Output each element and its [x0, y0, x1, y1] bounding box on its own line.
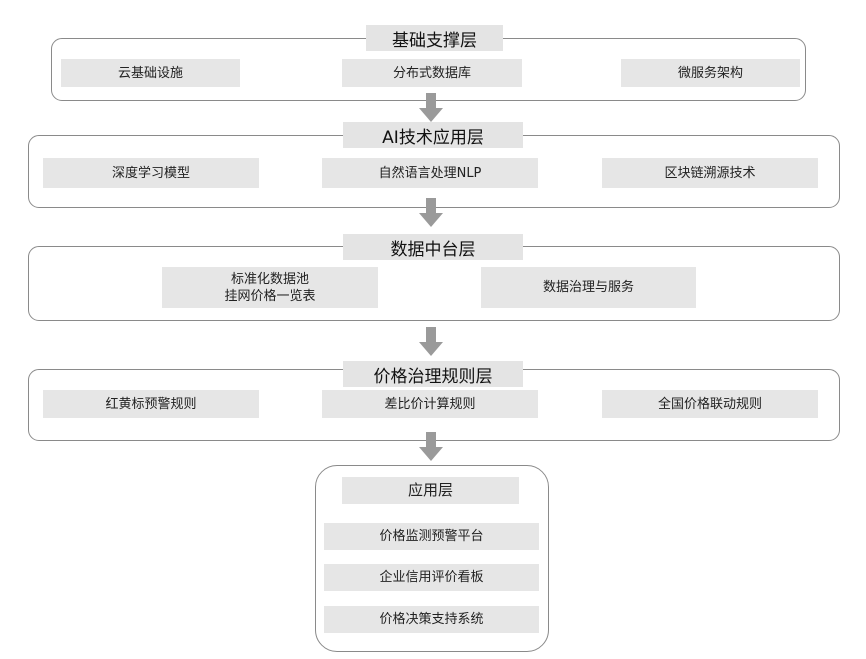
down-arrow-icon [419, 432, 443, 462]
down-arrow-icon [419, 327, 443, 357]
base-item-microservice-architecture: 微服务架构 [621, 59, 800, 87]
data-pool-box: 标准化数据池 挂网价格一览表 [162, 267, 378, 308]
ai-item-deep-learning-model: 深度学习模型 [43, 158, 259, 188]
application-layer-title: 应用层 [342, 477, 519, 504]
down-arrow-icon [419, 93, 443, 123]
base-layer-title: 基础支撑层 [366, 25, 503, 51]
app-item-price-monitoring-platform: 价格监测预警平台 [324, 523, 539, 550]
ai-item-nlp: 自然语言处理NLP [322, 158, 538, 188]
ai-item-blockchain-traceability: 区块链溯源技术 [602, 158, 818, 188]
rules-item-national-linkage: 全国价格联动规则 [602, 390, 818, 418]
base-item-distributed-database: 分布式数据库 [342, 59, 522, 87]
ai-layer-title: AI技术应用层 [343, 122, 523, 148]
base-item-cloud-infrastructure: 云基础设施 [61, 59, 240, 87]
rules-item-price-difference: 差比价计算规则 [322, 390, 538, 418]
down-arrow-icon [419, 198, 443, 228]
app-item-credit-evaluation-dashboard: 企业信用评价看板 [324, 564, 539, 591]
app-item-decision-support-system: 价格决策支持系统 [324, 606, 539, 633]
data-governance-box: 数据治理与服务 [481, 267, 696, 308]
data-pool-line1: 标准化数据池 [230, 271, 309, 287]
rules-layer-title: 价格治理规则层 [343, 361, 523, 387]
data-layer-title: 数据中台层 [343, 234, 523, 260]
rules-item-red-yellow-warning: 红黄标预警规则 [43, 390, 259, 418]
data-pool-line2: 挂网价格一览表 [224, 288, 316, 304]
